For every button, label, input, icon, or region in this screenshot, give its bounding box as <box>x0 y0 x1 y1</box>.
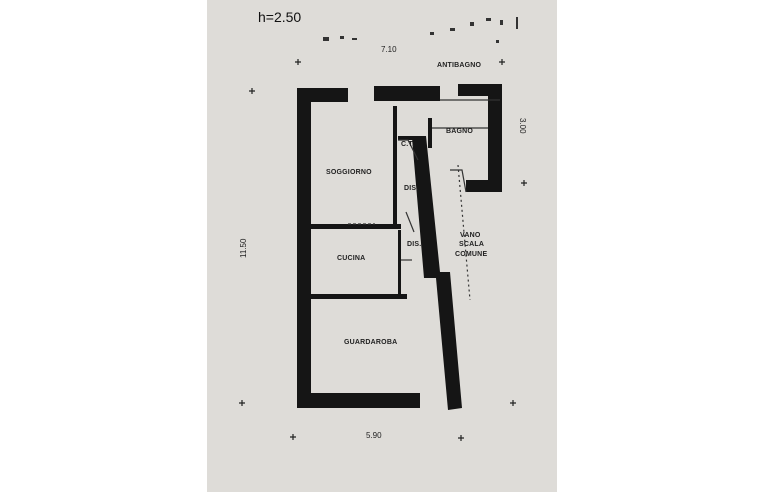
dimension-right: 3.00 <box>518 118 527 134</box>
wall-stair <box>412 136 462 410</box>
wall-bath-right <box>488 84 502 192</box>
wall-bottom <box>297 393 420 408</box>
dimension-bottom: 5.90 <box>366 431 382 440</box>
room-label-cucina: CUCINA <box>337 255 365 262</box>
wall-bagno-left <box>428 118 432 148</box>
room-label-guardaroba: GUARDAROBA <box>344 339 397 346</box>
room-label-ct: C.T. <box>401 141 414 148</box>
wall-cucina-bottom <box>311 294 407 299</box>
room-label-scala: SCALA <box>459 241 484 248</box>
partitions <box>348 99 500 301</box>
dimension-top: 7.10 <box>381 45 397 54</box>
room-label-dis-upper: DIS. <box>404 185 418 192</box>
room-label-antibagno: ANTIBAGNO <box>437 62 482 69</box>
dimension-left: 11.50 <box>239 238 248 258</box>
room-label-soggiorno: SOGGIORNO <box>326 169 372 176</box>
wall-bath-bottom <box>466 180 502 192</box>
room-label-dis-lower: DIS. <box>407 241 421 248</box>
wall-soggiorno-bottom <box>311 224 401 229</box>
wall-ct-divider <box>398 136 426 140</box>
room-label-vano: VANO <box>460 232 481 239</box>
room-label-comune: COMUNE <box>455 251 487 258</box>
height-label: h=2.50 <box>258 9 301 25</box>
top-scribble <box>323 17 518 43</box>
corner-marks <box>239 59 527 441</box>
wall-top-middle <box>374 86 440 101</box>
plan-paper <box>207 0 557 492</box>
wall-ct-left <box>393 106 397 226</box>
room-label-bagno: BAGNO <box>446 128 473 135</box>
wall-dis-right <box>398 230 401 294</box>
walls <box>297 84 502 410</box>
wall-left <box>297 88 311 408</box>
